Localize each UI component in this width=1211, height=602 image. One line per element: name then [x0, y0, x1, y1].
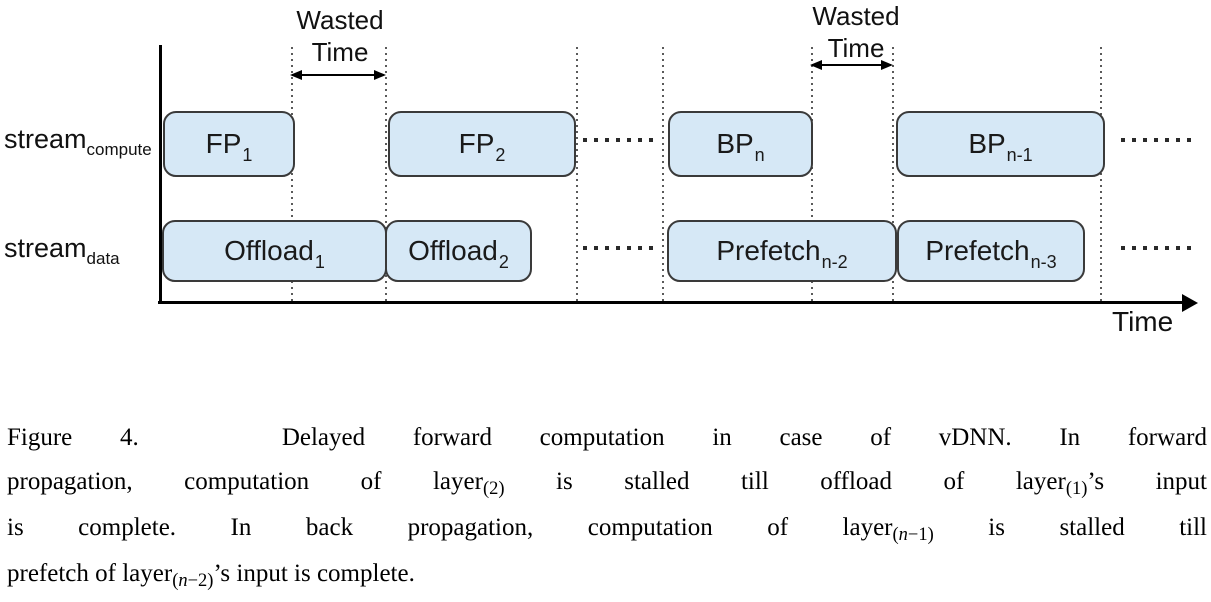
box-sub-label: n-1 — [1006, 144, 1033, 165]
box-sub-label: n — [754, 144, 765, 165]
ellipsis-dots-compute-right — [1121, 138, 1193, 142]
stream-label-data: streamdata — [4, 233, 120, 268]
caption-text: n — [178, 570, 188, 591]
caption-line: is complete. In back propagation, comput… — [7, 506, 1207, 552]
arrowhead-left-icon — [290, 70, 302, 80]
wasted-time-line2: Time — [311, 37, 369, 67]
box-label: Offload — [224, 235, 314, 266]
x-axis-line — [158, 301, 1186, 304]
wasted-time-line2: Time — [827, 33, 885, 63]
caption-line: Figure 4. Delayed forward computation in… — [7, 416, 1207, 460]
dotted-guide-line — [1100, 47, 1102, 303]
caption-text: is complete. In back propagation, comput… — [7, 514, 893, 541]
box-label: BP — [716, 128, 754, 159]
caption-line: propagation, computation of layer(2) is … — [7, 460, 1207, 506]
stream-label-compute: streamcompute — [4, 124, 152, 159]
caption-text: (2) — [482, 478, 505, 499]
caption-text: n — [898, 524, 908, 545]
box-sub-label: n-3 — [1030, 251, 1057, 272]
box-label: Prefetch — [925, 235, 1030, 266]
dotted-guide-line — [576, 47, 578, 303]
caption-line: prefetch of layer(n−2)’s input is comple… — [7, 552, 1207, 598]
caption-text: ’s input — [1087, 468, 1207, 495]
caption-text: ’s input is complete. — [213, 560, 415, 587]
stream-label-text: stream — [4, 233, 87, 263]
dotted-guide-line — [291, 47, 293, 303]
ellipsis-dots-compute-left — [583, 138, 653, 142]
wasted-time-line1: Wasted — [812, 1, 900, 31]
box-label: Prefetch — [716, 235, 821, 266]
dotted-guide-line — [662, 47, 664, 303]
box-sub-label: 2 — [495, 144, 506, 165]
box-sub-label: 2 — [498, 251, 509, 272]
stream-label-sub: data — [86, 249, 120, 268]
box-label: BP — [968, 128, 1006, 159]
wasted-time-arrow-2 — [810, 60, 893, 70]
time-axis-label: Time — [1112, 306, 1174, 337]
stream-label-text: stream — [4, 124, 87, 154]
box-sub-label: 1 — [242, 144, 253, 165]
box-label: Offload — [408, 235, 498, 266]
y-axis-line — [159, 45, 162, 304]
caption-text: prefetch of layer — [7, 560, 173, 587]
ellipsis-dots-data-right — [1121, 246, 1193, 250]
x-axis-arrowhead-icon — [1182, 294, 1198, 312]
stream-label-sub: compute — [86, 140, 152, 159]
ellipsis-dots-data-left — [583, 246, 653, 250]
caption-text: is stalled till offload of layer — [504, 468, 1066, 495]
box-label: FP — [458, 128, 495, 159]
caption-text: −1) — [907, 524, 934, 545]
caption-text: Figure 4. Delayed forward computation in… — [7, 424, 1207, 451]
caption-text: ( — [172, 570, 179, 591]
box-label: FP — [205, 128, 242, 159]
caption-text: (1) — [1065, 478, 1088, 499]
caption-text: propagation, computation of layer — [7, 468, 483, 495]
wasted-time-line1: Wasted — [296, 5, 384, 35]
caption-text: is stalled till — [933, 514, 1207, 541]
wasted-time-arrow-1 — [290, 70, 386, 80]
dotted-guide-line — [385, 47, 387, 303]
arrowhead-right-icon — [881, 60, 893, 70]
figure-caption: Figure 4. Delayed forward computation in… — [7, 416, 1207, 598]
box-sub-label: 1 — [314, 251, 325, 272]
caption-text: −2) — [187, 570, 214, 591]
caption-text: ( — [892, 524, 899, 545]
dotted-guide-line — [892, 47, 894, 303]
box-sub-label: n-2 — [821, 251, 848, 272]
arrowhead-left-icon — [810, 60, 822, 70]
arrowhead-right-icon — [374, 70, 386, 80]
dotted-guide-line — [811, 47, 813, 303]
